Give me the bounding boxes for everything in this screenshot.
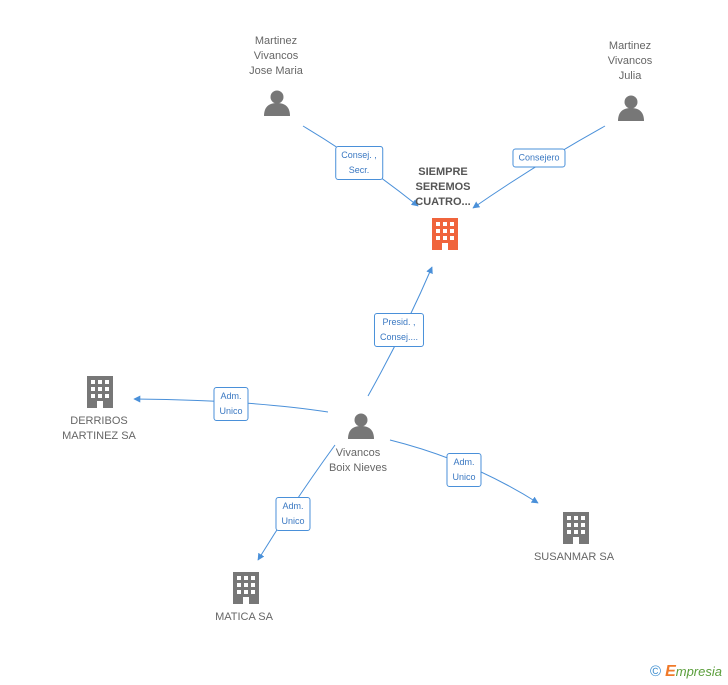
- edge-label-boix-to-main[interactable]: Presid. , Consej....: [373, 313, 425, 347]
- node-label-julia[interactable]: Martinez Vivancos Julia: [607, 40, 653, 82]
- node-label-jose-maria[interactable]: Martinez Vivancos Jose Maria: [249, 35, 303, 77]
- node-label-derribos[interactable]: DERRIBOS MARTINEZ SA: [62, 415, 136, 442]
- edge-label-julia-to-main[interactable]: Consejero: [512, 148, 566, 168]
- edge-label-boix-to-derribos[interactable]: Adm. Unico: [213, 387, 249, 421]
- person-icon[interactable]: [264, 90, 290, 117]
- edge-label-boix-to-matica[interactable]: Adm. Unico: [275, 497, 311, 531]
- person-icon[interactable]: [348, 413, 374, 440]
- building-icon[interactable]: [233, 572, 259, 604]
- edge-label-jose-to-main[interactable]: Consej. , Secr.: [335, 146, 383, 180]
- node-label-main-company[interactable]: SIEMPRE SEREMOS CUATRO...: [415, 166, 471, 208]
- brand-logo-initial: E: [665, 663, 676, 680]
- brand-logo-text: mpresia: [675, 664, 722, 679]
- edge-label-boix-to-susanmar[interactable]: Adm. Unico: [446, 453, 482, 487]
- copyright-icon: ©: [650, 663, 662, 680]
- building-icon[interactable]: [87, 376, 113, 408]
- node-label-susanmar[interactable]: SUSANMAR SA: [533, 551, 615, 563]
- person-icon[interactable]: [618, 95, 644, 122]
- brand-footer[interactable]: ©Empresia: [650, 663, 722, 681]
- building-icon[interactable]: [563, 512, 589, 544]
- node-label-matica[interactable]: MATICA SA: [215, 611, 273, 623]
- node-label-boix[interactable]: Vivancos Boix Nieves: [328, 447, 388, 474]
- building-icon[interactable]: [432, 218, 458, 250]
